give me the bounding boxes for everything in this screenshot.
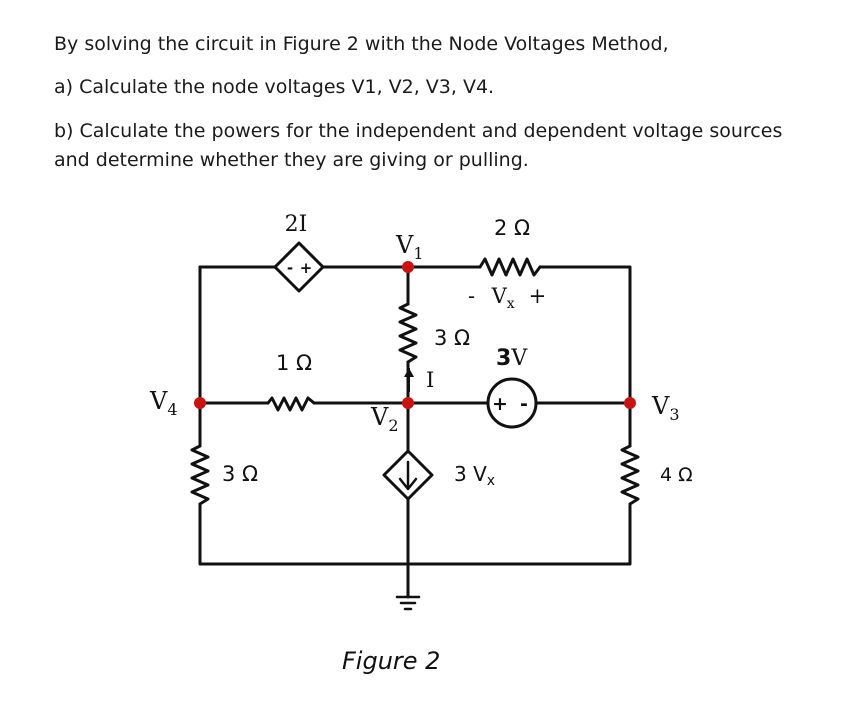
node-dot-v4 (194, 397, 206, 409)
dep-source-minus: - (287, 259, 293, 277)
indep-voltage-source-label: 3V (496, 346, 528, 371)
current-i-label: I (426, 368, 434, 392)
node-label-v1: V1 (395, 231, 424, 263)
wire-left-bottom (198, 502, 632, 566)
indep-source-minus: - (520, 393, 528, 415)
node-label-v3: V3 (651, 392, 680, 424)
resistor-zigzag-icon (190, 444, 210, 506)
vx-label: -Vx+ (468, 284, 546, 312)
arrow-down-icon (398, 460, 418, 491)
r-right-label: 4 Ω (660, 464, 693, 486)
indep-source-plus: + (492, 393, 508, 415)
r-left-label: 3 Ω (222, 462, 258, 486)
node-label-v2: V2 (370, 403, 399, 435)
r-middle-horizontal-label: 1 Ω (276, 351, 312, 375)
figure-caption: Figure 2 (342, 647, 440, 675)
node-dot-v2 (402, 397, 414, 409)
question-part-b-line2: and determine whether they are giving or… (54, 149, 529, 171)
voltage-source-icon (486, 377, 538, 429)
r-middle-vertical-label: 3 Ω (434, 326, 470, 350)
resistor-zigzag-icon (620, 444, 640, 506)
question-text: By solving the circuit in Figure 2 with … (54, 30, 834, 175)
dep-current-source-label: 3 Vx (454, 462, 495, 489)
r-top-label: 2 Ω (494, 216, 530, 240)
ground-symbol-icon (395, 595, 421, 611)
node-label-v4: V4 (149, 387, 178, 419)
question-part-b-line1: b) Calculate the powers for the independ… (54, 120, 783, 142)
current-source-icon (382, 449, 434, 501)
arrow-up-icon (404, 368, 414, 392)
question-part-a: a) Calculate the node voltages V1, V2, V… (54, 76, 495, 98)
resistor-zigzag-icon (266, 396, 316, 412)
voltage-source-icon (273, 241, 325, 293)
node-dot-v3 (624, 397, 636, 409)
node-dot-v1 (402, 261, 414, 273)
dep-voltage-source-label: 2I (285, 212, 308, 237)
wire-top-right (538, 265, 632, 405)
resistor-zigzag-icon (398, 302, 418, 364)
question-intro: By solving the circuit in Figure 2 with … (54, 33, 669, 55)
resistor-zigzag-icon (478, 257, 542, 277)
dep-source-plus: + (300, 259, 313, 277)
